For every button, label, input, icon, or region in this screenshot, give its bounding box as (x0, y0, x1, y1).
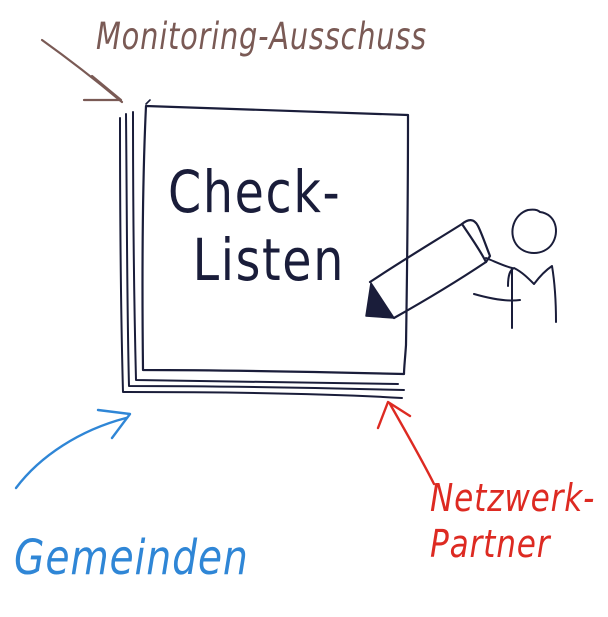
partner-line-2: Partner (430, 521, 551, 566)
board-line-listen: Listen (192, 226, 345, 295)
board-line-check: Check- (168, 158, 342, 226)
label-netzwerk-partner: Netzwerk- Partner (430, 476, 595, 567)
gemeinden-arrow (14, 408, 132, 490)
partner-arrow (376, 400, 436, 486)
pencil-icon (365, 219, 492, 320)
partner-line-1: Netzwerk- (430, 476, 596, 520)
person-icon (473, 208, 557, 329)
label-monitoring-ausschuss: Monitoring-Ausschuss (96, 15, 427, 58)
monitoring-arrow (40, 38, 124, 104)
label-gemeinden: Gemeinden (14, 530, 249, 586)
board-text: Check- Listen (168, 158, 388, 295)
whiteboard-icon (119, 99, 410, 399)
